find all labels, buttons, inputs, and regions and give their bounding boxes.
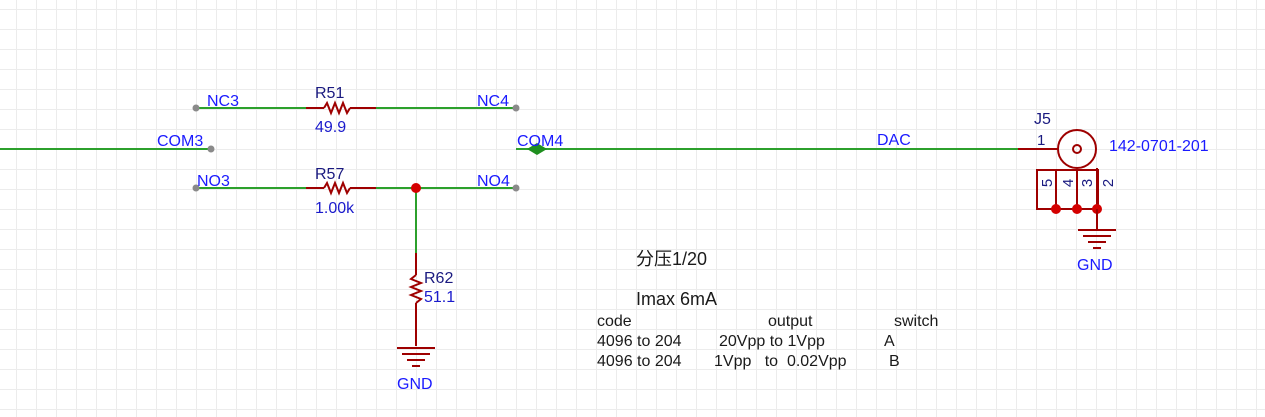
ground-label-2: GND [1077,257,1113,274]
com4-connection-marker[interactable] [527,143,547,155]
note-imax: Imax 6mA [636,289,717,309]
table-cell-output-1: 20Vpp to 1Vpp [719,333,825,350]
ground-symbol-j5[interactable]: GND [1077,209,1116,274]
j5-coax-center [1072,144,1082,154]
connector-pin-3: 3 [1079,179,1096,187]
note-divider-ratio: 分压1/20 [636,249,707,269]
resistor-r51[interactable]: R51 49.9 [306,85,376,136]
junction-dot-no[interactable] [411,183,421,193]
ground-symbol-r62[interactable]: GND [397,347,435,393]
resistor-ref-r51: R51 [315,85,344,102]
pin-endpoint-nc3[interactable] [192,104,200,112]
net-label-nc4: NC4 [477,93,509,110]
connector-pin-1: 1 [1037,132,1045,149]
ground-label-1: GND [397,376,433,393]
table-cell-switch-1: A [884,333,895,350]
resistor-symbol [323,180,351,196]
net-label-com4: COM4 [517,133,563,150]
connector-part-number: 142-0701-201 [1109,138,1209,155]
table-cell-code-2: 4096 to 204 [597,353,682,370]
junction-dot-j5-5[interactable] [1051,204,1061,214]
table-cell-output-2: 1Vpp to 0.02Vpp [714,353,847,370]
pin-endpoint-no4[interactable] [512,184,520,192]
resistor-symbol [408,274,424,304]
resistor-r62[interactable]: R62 51.1 [408,253,455,346]
resistor-value-r51: 49.9 [315,119,346,136]
resistor-ref-r62: R62 [424,270,453,287]
resistor-ref-r57: R57 [315,166,344,183]
connector-j5[interactable]: J5 1 142-0701-201 5 4 3 2 [1018,111,1209,214]
connector-pin-5: 5 [1039,179,1056,187]
resistor-value-r62: 51.1 [424,289,455,306]
resistor-value-r57: 1.00k [315,200,355,217]
wires [0,107,1097,253]
net-labels: NC3 NC4 COM3 COM4 NO3 NO4 DAC [157,93,911,190]
table-header-output: output [768,313,813,330]
net-label-no3: NO3 [197,173,230,190]
connector-ref-j5: J5 [1034,111,1051,128]
pin-endpoint-no3[interactable] [192,184,200,192]
pin-endpoint-com3[interactable] [207,145,215,153]
j5-shield-box [1036,169,1099,210]
table-header-code: code [597,313,632,330]
table-cell-switch-2: B [889,353,900,370]
table-cell-code-1: 4096 to 204 [597,333,682,350]
junction-dot-j5-4[interactable] [1072,204,1082,214]
resistor-r57[interactable]: R57 1.00k [306,166,376,217]
net-label-com3: COM3 [157,133,203,150]
net-label-dac: DAC [877,132,911,149]
connector-pin-2: 2 [1100,179,1117,187]
net-label-nc3: NC3 [207,93,239,110]
net-label-no4: NO4 [477,173,510,190]
table-header-switch: switch [894,313,938,330]
resistor-symbol [323,100,351,116]
connector-pin-4: 4 [1060,179,1077,187]
notes: 分压1/20 Imax 6mA code output switch 4096 … [597,249,938,370]
j5-coax-body [1057,129,1097,169]
pin-endpoints [192,104,520,192]
pin-endpoint-nc4[interactable] [512,104,520,112]
